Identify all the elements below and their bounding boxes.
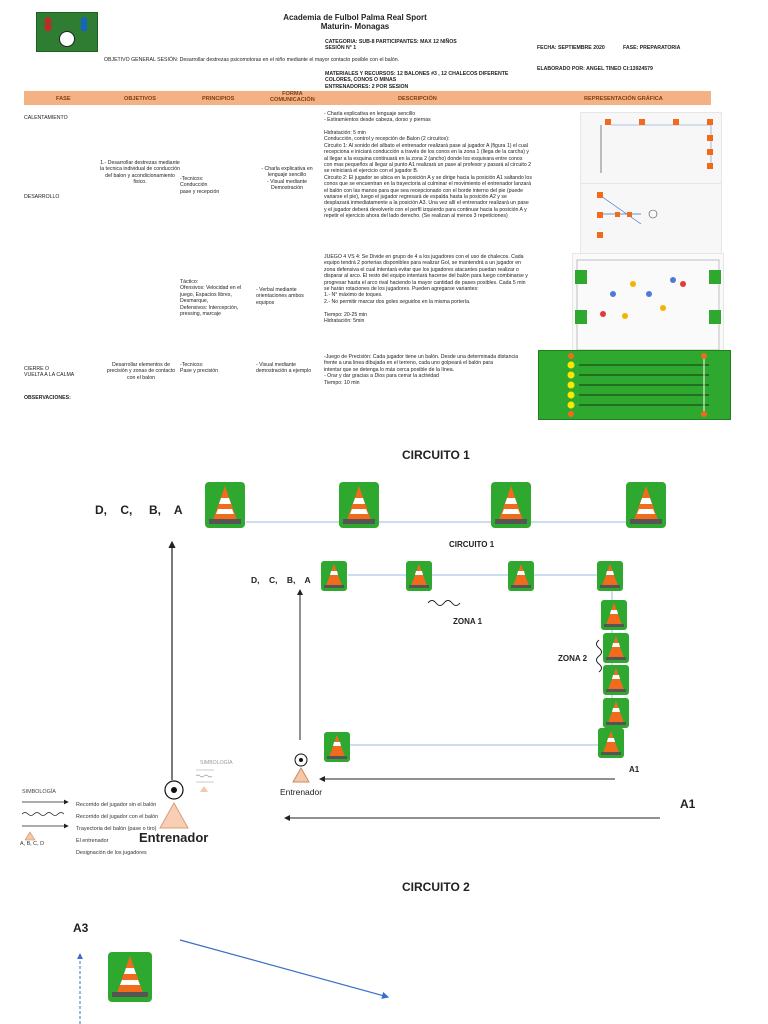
- forma-tactico: - Verbal mediante orientaciones ambos eq…: [256, 287, 304, 306]
- legend-item: Trayectoria del balón (pase o tiro): [76, 826, 157, 832]
- cone-icon: [339, 482, 379, 528]
- cone-icon: [603, 698, 629, 728]
- principios-tactico: Táctico: Ofensivos: Velocidad en el jueg…: [180, 279, 242, 318]
- col-descripcion: DESCRIPCIÓN: [398, 96, 437, 102]
- cone-icon: [491, 482, 531, 528]
- entrenadores-text: ENTRENADORES: 2 POR SESION: [325, 84, 409, 90]
- cone-icon: [598, 728, 624, 758]
- materiales-text: MATERIALES Y RECURSOS: 12 BALONES #3 , 1…: [325, 71, 509, 84]
- academy-name: Academia de Fulbol Palma Real Sport: [283, 13, 427, 22]
- col-representacion: REPRESENTACIÓN GRÁFICA: [584, 96, 663, 102]
- soccer-ball-icon: [164, 780, 184, 800]
- soccer-ball-icon: [294, 753, 308, 767]
- desc-cierre: -Juego de Precisión: Cada jugador tiene …: [324, 354, 519, 386]
- cone-icon: [205, 482, 245, 528]
- fase-calentamiento: CALENTAMIENTO: [24, 115, 68, 121]
- cone-icon: [108, 952, 152, 1002]
- precision-game-drawing: [567, 353, 709, 417]
- forma-cierre: - Visual mediante demostración a ejemplo: [256, 362, 312, 375]
- zona1-label: ZONA 1: [453, 617, 483, 626]
- a3-label: A3: [73, 921, 89, 935]
- academy-location: Maturin- Monagas: [320, 22, 390, 31]
- desc-calentamiento: - Charla explicativa en lenguaje sencill…: [324, 111, 431, 124]
- circuit2-title: CIRCUITO 2: [402, 880, 470, 894]
- categoria-text: CATEGORIA: SUB-8 PARTICIPANTES: MAX 12 N…: [325, 39, 457, 45]
- legend-item: Recorrido del jugador con el balón: [76, 814, 159, 820]
- circuit1-inner-title: CIRCUITO 1: [449, 540, 495, 549]
- legend-item: Recorrido del jugador sin el balón: [76, 802, 157, 808]
- legend-small-title: SIMBOLOGÍA: [200, 760, 233, 766]
- legend-big: [21, 799, 69, 841]
- cone-icon: [324, 732, 350, 762]
- cone-icon: [603, 633, 629, 663]
- circuit1-thumbnail: [580, 112, 722, 184]
- fase-desarrollo: DESARROLLO: [24, 194, 60, 200]
- legend-small-text: SIMBOLOGÍA: [200, 760, 233, 766]
- game-4vs4-drawing: [575, 259, 721, 351]
- legend-small: [195, 769, 214, 792]
- fase-cierre: CIERRE O VUELTA A LA CALMA: [24, 366, 75, 379]
- objetivo-cierre: Desarrollar elementos de precisión y zon…: [106, 362, 176, 381]
- precision-game-thumbnail: [538, 350, 731, 420]
- sesion-text: SESIÓN N° 1: [325, 45, 357, 51]
- document-title: Academia de Fulbol Palma Real Sport Matu…: [250, 13, 460, 31]
- elaborado-text: ELABORADO POR: ANGEL TINEO CI:13924579: [537, 66, 653, 72]
- legend-title: SIMBOLOGÍA: [22, 789, 56, 795]
- col-principios: PRINCIPIOS: [202, 96, 235, 102]
- col-fase: FASE: [56, 96, 71, 102]
- player-figure-icon: [81, 17, 87, 31]
- principios-cierre: -Tecnicos: Pase y precisión: [180, 362, 219, 375]
- dribble-path: [596, 639, 602, 673]
- a1-label-big: A1: [680, 797, 696, 811]
- players-label-small: D, C, B, A: [251, 575, 311, 585]
- dribble-path: [427, 600, 461, 606]
- entrenador-label-big: Entrenador: [139, 830, 209, 845]
- trainer-icon: [292, 766, 310, 783]
- legend-items: Recorrido del jugador sin el balón Recor…: [76, 799, 158, 859]
- player-figure-icon: [45, 17, 51, 31]
- objetivo-text: OBJETIVO GENERAL SESIÓN: Desarrollar des…: [104, 57, 400, 63]
- a1-label-small: A1: [629, 765, 640, 774]
- circuit1-thumbnail-drawing: [600, 119, 713, 173]
- trainer-icon: [159, 801, 189, 829]
- entrenador-label-small: Entrenador: [280, 787, 323, 797]
- cone-icon: [601, 600, 627, 630]
- zona2-label: ZONA 2: [558, 654, 588, 663]
- col-forma: FORMA COMUNICACIÓN: [270, 91, 315, 103]
- cone-icon: [321, 561, 347, 591]
- cone-icon: [603, 665, 629, 695]
- forma-desarrollo: - Charla explicativa en lenguaje sencill…: [261, 166, 313, 192]
- legend-letters: A, B, C, D: [20, 841, 44, 847]
- players-label-big: D, C, B, A: [95, 503, 183, 517]
- observaciones-label: OBSERVACIONES:: [24, 395, 71, 401]
- cone-icon: [597, 561, 623, 591]
- legend-item: Designación de los jugadores: [76, 850, 147, 856]
- soccer-ball-icon: [59, 31, 75, 47]
- desc-desarrollo: Hidratación: 5 min Conducción, control y…: [324, 130, 532, 220]
- circuit2-thumbnail-drawing: [597, 192, 658, 238]
- objetivo-desarrollo: 1.- Desarrollar destrezas mediante la te…: [100, 160, 180, 186]
- circuit2-thumbnail: [580, 183, 722, 255]
- fecha-text: FECHA: SEPTIEMBRE 2020: [537, 45, 605, 51]
- pass-trajectory-arrow: [179, 939, 390, 999]
- cone-icon: [626, 482, 666, 528]
- circuit1-title: CIRCUITO 1: [402, 448, 470, 462]
- cone-icon: [508, 561, 534, 591]
- cone-icon: [406, 561, 432, 591]
- principios-desarrollo: -Tecnicos: Conducción pase y recepción: [180, 176, 220, 195]
- col-objetivos: OBJETIVOS: [124, 96, 157, 102]
- legend-item: El entrenador: [76, 838, 109, 844]
- academy-logo: [36, 12, 98, 52]
- circuit2-diagram: [77, 939, 390, 1024]
- game-4vs4-thumbnail: [572, 253, 724, 358]
- desc-juego-4vs4: JUEGO 4 VS 4: Se Divide en grupo de 4 a …: [324, 254, 528, 325]
- circuit1-diagram: [21, 482, 666, 841]
- fase-text: FASE: PREPARATORIA: [623, 45, 681, 51]
- plan-table-header: FASE OBJETIVOS PRINCIPIOS FORMA COMUNICA…: [24, 91, 711, 105]
